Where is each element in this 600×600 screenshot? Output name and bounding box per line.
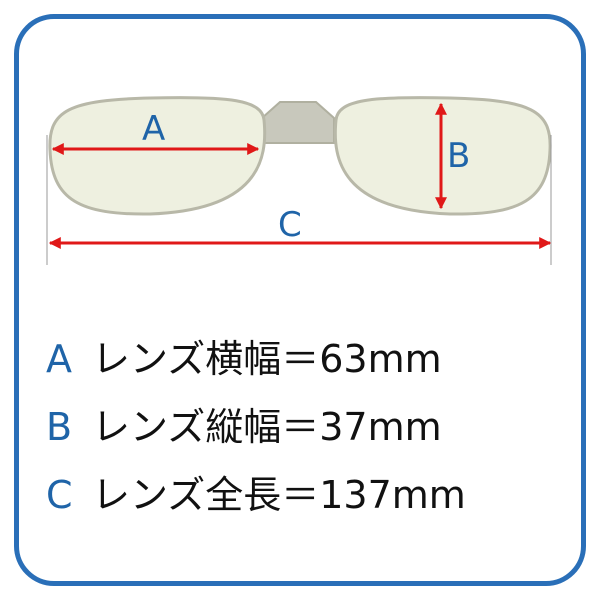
spec-key: C: [46, 473, 73, 517]
spec-text: レンズ縦幅＝37mm: [92, 405, 442, 449]
spec-key: B: [46, 405, 73, 449]
spec-key: A: [46, 337, 72, 381]
left-lens: [48, 96, 267, 216]
spec-row-lens-width: A レンズ横幅＝63mm: [46, 328, 442, 383]
nose-bridge: [261, 101, 335, 144]
spec-row-total-length: C レンズ全長＝137mm: [46, 464, 466, 519]
label-c: C: [278, 205, 302, 245]
spec-text: レンズ全長＝137mm: [92, 473, 466, 517]
spec-row-lens-height: B レンズ縦幅＝37mm: [46, 396, 442, 451]
label-b: B: [447, 136, 470, 176]
label-a: A: [142, 109, 165, 149]
spec-text: レンズ横幅＝63mm: [92, 337, 442, 381]
rounded-frame: [14, 14, 586, 586]
right-lens: [333, 96, 552, 216]
